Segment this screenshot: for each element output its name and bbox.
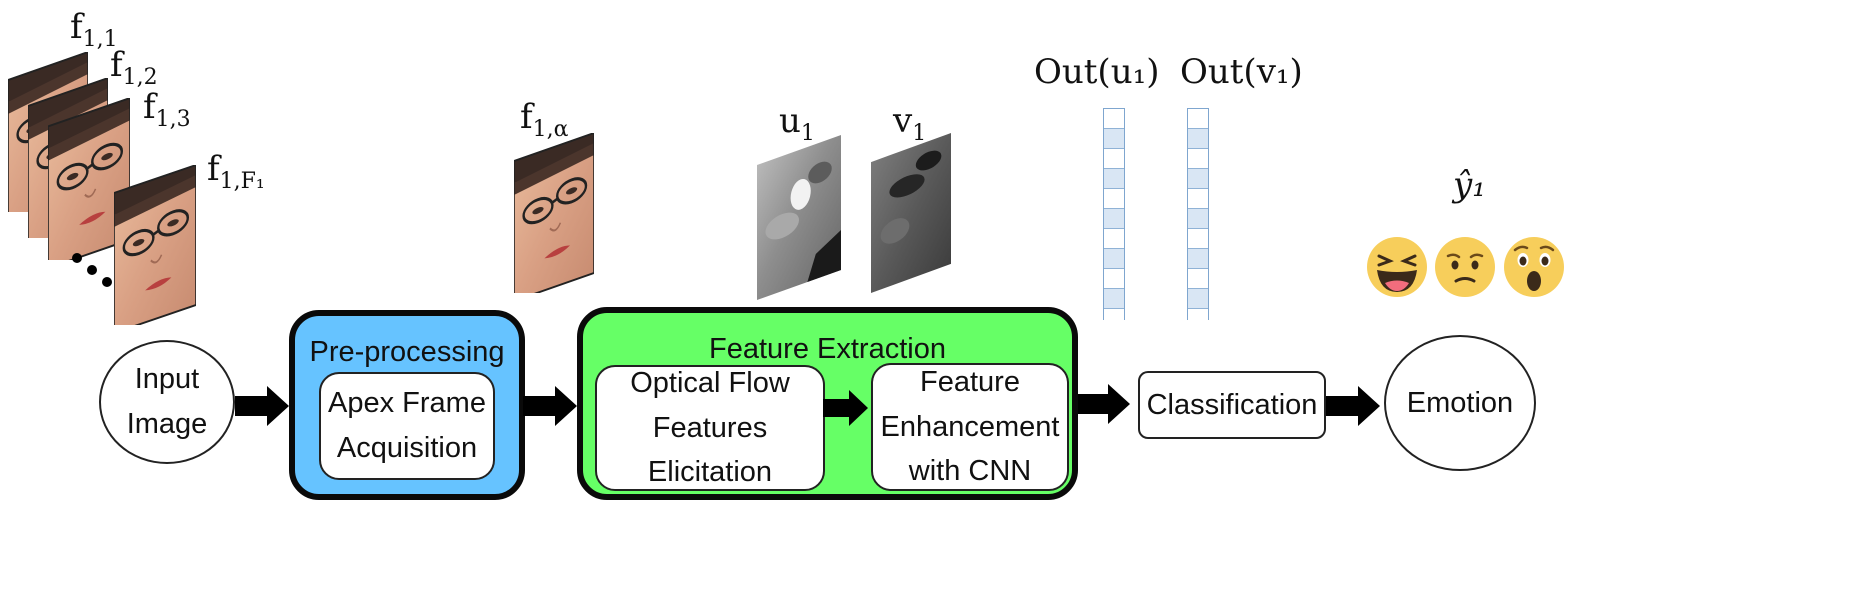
- label-f12: f1,2: [110, 45, 158, 90]
- preprocessing-title: Pre-processing: [309, 336, 505, 368]
- feature-extraction-title: Feature Extraction: [709, 333, 946, 365]
- feature-vector-u1: [1103, 108, 1125, 329]
- label-f13: f1,3: [143, 87, 191, 132]
- sad-emoji-icon: [1435, 237, 1495, 297]
- label-f11: f1,1: [70, 7, 118, 52]
- arrow-classification-to-emotion: [1326, 386, 1380, 426]
- enhance-label-line1: Feature: [920, 365, 1020, 398]
- emotion-label: Emotion: [1406, 386, 1514, 419]
- ellipsis-dots: [72, 253, 112, 287]
- input-frame-stack: [0, 0, 240, 330]
- arrow-input-to-preprocessing: [235, 386, 289, 426]
- optical-label-line2: Features: [652, 411, 768, 444]
- label-v1: v1: [893, 101, 927, 146]
- optical-flow-u-image: [757, 135, 841, 300]
- input-label-line2: Image: [126, 408, 208, 440]
- frame-image-3: [48, 98, 130, 260]
- enhance-label-line3: with CNN: [908, 455, 1032, 488]
- optical-flow-v-image: [871, 133, 951, 293]
- laughing-emoji-icon: [1367, 237, 1427, 297]
- label-out-v1: Out(v₁): [1180, 52, 1303, 92]
- classification-node: Classification: [1138, 371, 1326, 439]
- input-label-line1: Input: [134, 363, 200, 396]
- arrow-preprocessing-to-feature: [523, 386, 577, 426]
- surprised-emoji-icon: [1504, 237, 1564, 297]
- feature-vector-v1: [1187, 108, 1209, 329]
- frame-image-last: [114, 165, 196, 325]
- apex-frame-image: [514, 133, 594, 293]
- optical-label-line3: Elicitation: [647, 456, 773, 489]
- arrow-optical-to-enhancement: [823, 390, 868, 426]
- optical-label-line1: Optical Flow: [630, 366, 790, 399]
- label-apex-frame: f1,α: [520, 97, 569, 142]
- apex-label-line2: Acquisition: [336, 432, 478, 464]
- label-f1F: f1,F₁: [207, 149, 265, 194]
- label-out-u1: Out(u₁): [1034, 52, 1160, 92]
- classification-label: Classification: [1146, 388, 1318, 421]
- apex-label-line1: Apex Frame: [328, 387, 486, 420]
- emotion-node: Emotion: [1384, 335, 1536, 471]
- arrow-feature-to-classification: [1078, 384, 1130, 424]
- label-u1: u1: [779, 101, 815, 146]
- enhance-label-line2: Enhancement: [880, 410, 1060, 443]
- label-prediction: ŷ₁: [1453, 165, 1486, 205]
